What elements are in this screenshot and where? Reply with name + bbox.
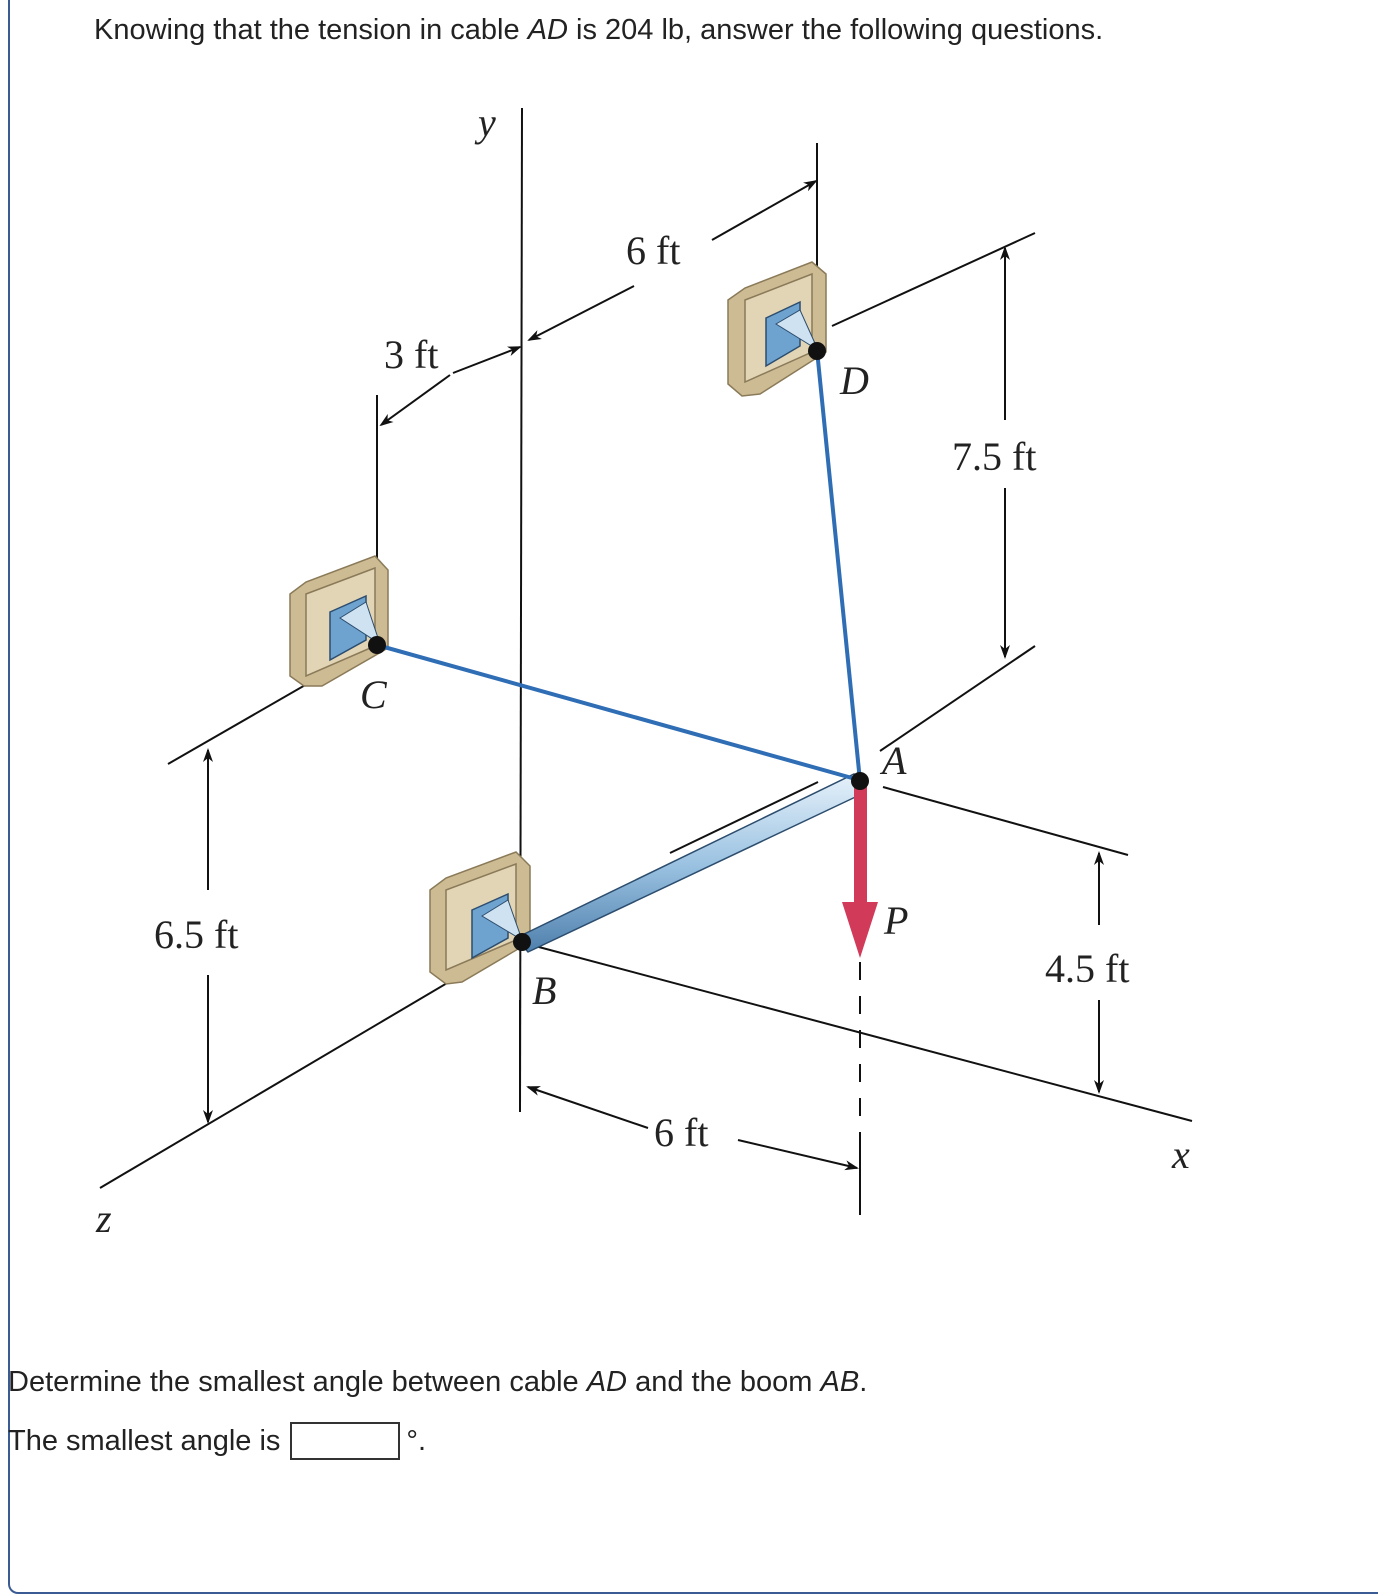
dim-6ft-top-arrow-b [711,180,818,241]
dim-6ft-bottom-label: 6 ft [654,1110,708,1155]
dim-6ft-bottom-arrow-b [737,1139,859,1171]
force-p-label: P [883,898,908,943]
dim-6-5ft-label: 6.5 ft [154,912,238,957]
prompt-text: Determine the smallest angle between cab… [8,1366,587,1398]
dim-6ft-top-arrow-a [527,285,635,341]
intro-text-end: is 204 lb, answer the following question… [567,14,1104,46]
force-p-arrowhead [842,902,878,958]
dim-7-5ft-label: 7.5 ft [952,434,1036,479]
cable-ac [376,643,853,780]
y-axis-line [519,107,523,1113]
point-a-label: A [879,738,907,783]
answer-input[interactable] [290,1422,401,1460]
statics-figure: y z x D C A B P 6 ft 3 ft 7.5 ft 6.5 ft … [95,100,1193,1241]
intro-text: Knowing that the tension in cable [94,14,528,46]
prompt-text-end: . [859,1366,868,1398]
point-c-dot [368,636,386,654]
point-a-dot [851,772,869,790]
dim-3ft-arrow-b [452,346,522,374]
bracket-d [727,261,827,397]
point-c-label: C [360,672,388,717]
intro-cable-label: AD [527,14,568,46]
ref-line-a-mid [879,645,1036,752]
point-d-label: D [839,358,869,403]
axis-z-label: z [95,1196,112,1241]
answer-row: The smallest angle is °. [8,1422,426,1460]
axis-x-label: x [1171,1132,1190,1177]
force-p-shaft [854,783,867,903]
point-d-dot [808,342,826,360]
point-b-label: B [532,968,556,1013]
ref-line-boom-shadow [669,781,819,854]
question-intro: Knowing that the tension in cable AD is … [94,14,1103,47]
dim-6ft-bottom-arrow-a [526,1086,649,1129]
dim-3ft-arrow-a [379,374,451,427]
axis-y-label: y [474,100,496,145]
cable-ad [815,349,862,782]
prompt-text-mid: and the boom [627,1366,821,1398]
dim-4-5ft-label: 4.5 ft [1045,946,1129,991]
prompt-cable-label: AD [586,1366,628,1398]
x-axis-line [519,941,1193,1122]
bracket-b [429,851,531,985]
answer-label: The smallest angle is [8,1424,281,1457]
dim-6ft-top-label: 6 ft [626,228,680,273]
ref-line-a-right [882,786,1129,856]
question-prompt: Determine the smallest angle between cab… [8,1366,867,1399]
point-b-dot [513,933,531,951]
boom-ab [514,773,868,953]
prompt-boom-label: AB [820,1366,860,1398]
answer-unit: °. [406,1424,427,1457]
bracket-c [289,555,389,687]
dim-3ft-label: 3 ft [384,332,438,377]
